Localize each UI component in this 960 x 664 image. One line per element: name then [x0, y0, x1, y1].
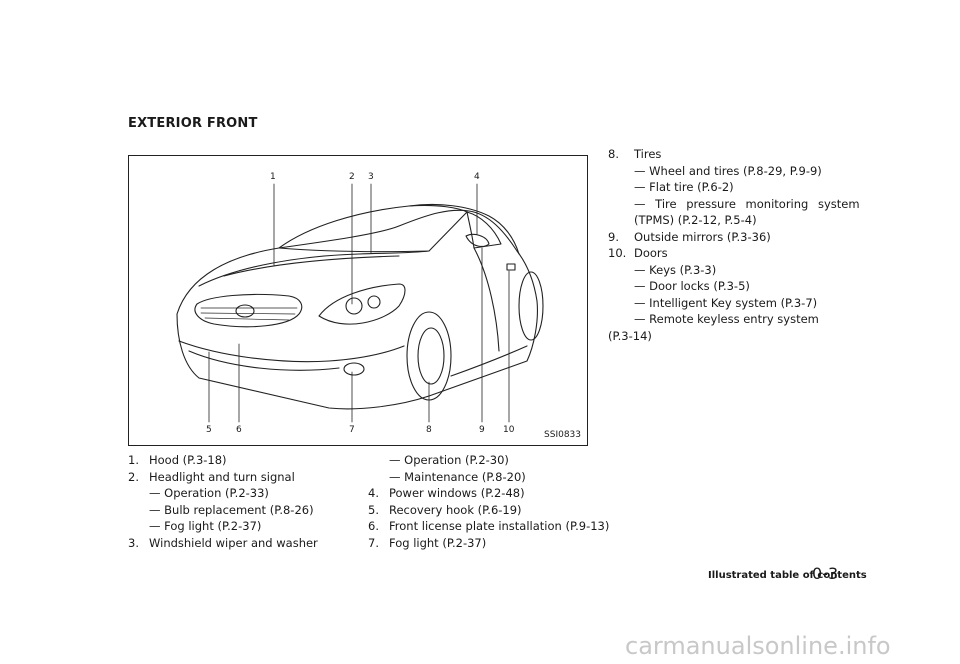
windshield	[278, 204, 468, 253]
list-subitem: — Maintenance (P.8-20)	[389, 469, 526, 484]
section-title: EXTERIOR FRONT	[128, 116, 258, 131]
callout-8: 8	[426, 425, 432, 435]
car-body-outline	[176, 209, 538, 410]
footer-section-label: Illustrated table of contents	[708, 570, 867, 581]
car-drawing	[176, 183, 544, 423]
callout-7: 7	[349, 425, 355, 435]
side-sill	[450, 345, 528, 377]
callout-3: 3	[368, 172, 374, 182]
grille	[194, 293, 303, 328]
list-item: 2.Headlight and turn signal	[128, 469, 295, 484]
callout-5: 5	[206, 425, 212, 435]
door-handle	[506, 263, 516, 271]
hood-crease	[223, 255, 400, 277]
list-item: 4.Power windows (P.2-48)	[368, 486, 525, 500]
figure-code: SSI0833	[544, 430, 581, 440]
hood-line	[198, 250, 430, 287]
callout-2: 2	[349, 172, 355, 182]
door-line	[473, 247, 500, 352]
list-item: 9.Outside mirrors (P.3-36)	[608, 229, 771, 244]
lower-intake	[188, 350, 340, 371]
list-item: 10.Doors	[608, 246, 668, 260]
list-subitem: — Keys (P.3-3)	[634, 262, 717, 277]
grille-emblem	[235, 304, 255, 318]
list-item: 8.Tires	[608, 147, 662, 161]
side-mirror	[465, 233, 490, 247]
page-number: 0-3	[812, 564, 839, 583]
list-subitem: — Door locks (P.3-5)	[634, 279, 750, 293]
list-subitem: (TPMS) (P.2-12, P.5-4)	[634, 213, 757, 227]
list-subitem: — Tire pressure monitoring system	[634, 196, 860, 211]
list-subitem: — Fog light (P.2-37)	[149, 519, 262, 533]
fog-light	[343, 362, 365, 376]
list-right: 8.Tires — Wheel and tires (P.8-29, P.9-9…	[608, 146, 860, 344]
list-subitem: — Intelligent Key system (P.3-7)	[634, 295, 818, 310]
list-subitem: — Bulb replacement (P.8-26)	[149, 502, 314, 517]
callout-1: 1	[270, 172, 276, 182]
list-left: 1.Hood (P.3-18) 2.Headlight and turn sig…	[128, 452, 318, 551]
roof-line	[408, 203, 520, 255]
list-item: 7.Fog light (P.2-37)	[368, 535, 487, 550]
side-window	[466, 211, 502, 249]
list-subitem: — Operation (P.2-33)	[149, 486, 269, 500]
callout-9: 9	[479, 425, 485, 435]
callout-4: 4	[474, 172, 480, 182]
car-exterior-figure: 1 2 3 4 5 6 7 8 9 10 SSI0833	[128, 155, 588, 446]
front-bumper	[178, 340, 405, 363]
list-middle: — Operation (P.2-30) — Maintenance (P.8-…	[368, 452, 609, 551]
callout-10: 10	[503, 425, 515, 435]
watermark: carmanualsonline.info	[625, 632, 891, 660]
list-subitem: — Flat tire (P.6-2)	[634, 180, 734, 194]
list-item: 1.Hood (P.3-18)	[128, 453, 227, 467]
callout-6: 6	[236, 425, 242, 435]
list-item: 6.Front license plate installation (P.9-…	[368, 519, 610, 533]
headlight	[318, 283, 406, 325]
list-subitem: — Wheel and tires (P.8-29, P.9-9)	[634, 163, 822, 178]
list-subitem: — Remote keyless entry system	[634, 312, 819, 326]
list-subitem: (P.3-14)	[608, 328, 652, 343]
rear-wheel	[518, 271, 544, 341]
list-item: 5.Recovery hook (P.6-19)	[368, 502, 522, 517]
list-item: 3.Windshield wiper and washer	[128, 535, 318, 550]
list-subitem: — Operation (P.2-30)	[389, 453, 509, 467]
leader-lines	[208, 183, 510, 423]
